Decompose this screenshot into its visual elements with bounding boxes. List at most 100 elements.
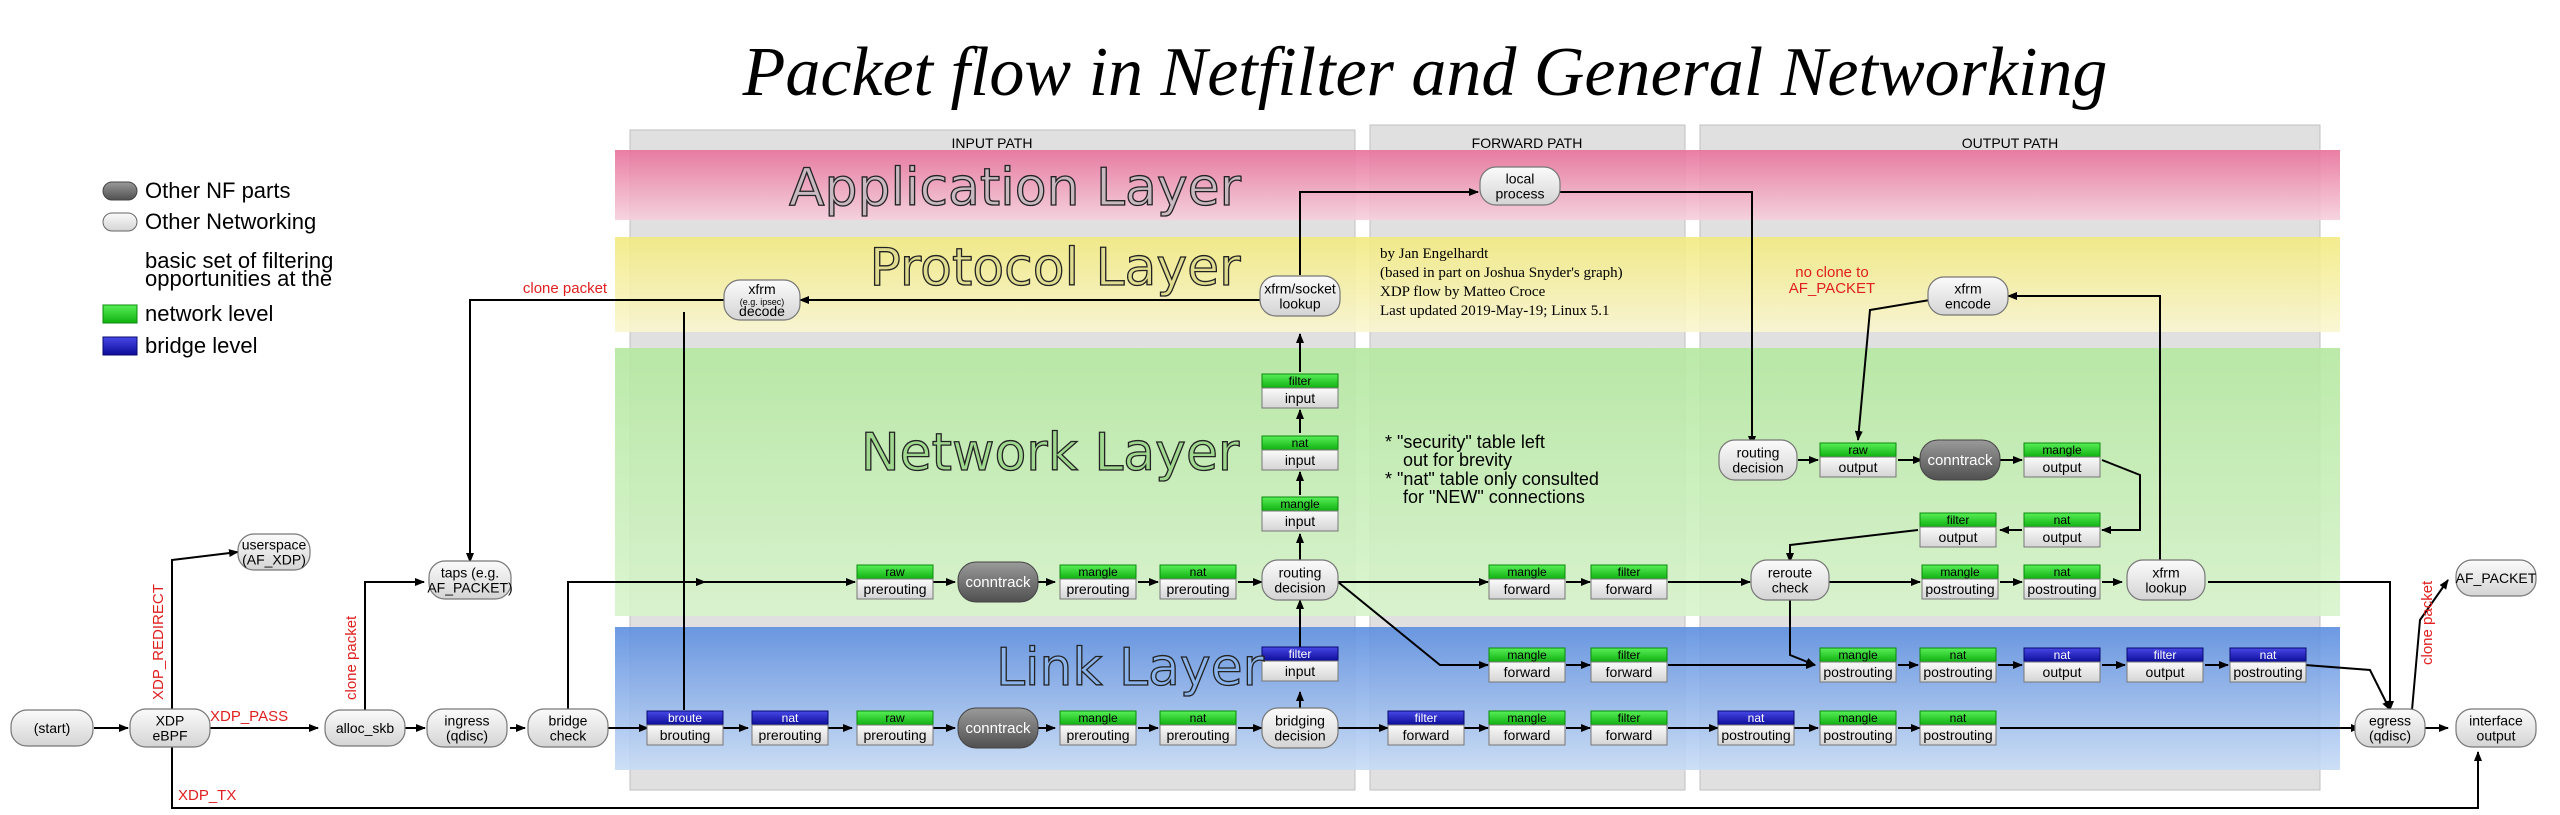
hook-br-filter-input-table-label: filter: [1289, 647, 1312, 661]
note-nat: * "nat" table only consulted: [1385, 469, 1599, 489]
hook-link2-mangle-postrouting-chain-label: postrouting: [1823, 727, 1892, 743]
hook-nat-postrouting-chain-label: postrouting: [2027, 581, 2096, 597]
hook-filter-input-table-label: filter: [1289, 374, 1312, 388]
edge-mangle-nat-out: [2101, 459, 2141, 534]
hook-link-raw-prerouting-table-label: raw: [885, 711, 905, 725]
hook-raw-prerouting-chain-label: prerouting: [863, 581, 926, 597]
hook-link-mangle-prerouting-table-label: mangle: [1078, 711, 1118, 725]
hook-br-nat-postrouting-table-label: nat: [2260, 648, 2277, 662]
application-layer-band: [615, 150, 2340, 220]
alloc-skb-node-box: [324, 709, 406, 747]
edge-decode-network: [683, 312, 706, 586]
hook-br-filter-input-chain-label: input: [1285, 663, 1315, 679]
edge-xfrmlookup-encode: [2007, 292, 2161, 562]
routing-decision-in-node-label: decision: [1274, 580, 1325, 596]
edge-xdp-redirect: [171, 549, 239, 710]
hook-br-nat-postrouting-chain: [2229, 661, 2307, 683]
hook-br-filter-output-chain: [2126, 661, 2204, 683]
hook-filter-forward-chain: [1590, 578, 1668, 600]
reroute-check-node-box: [1750, 559, 1830, 601]
hook-br-nat-output-chain: [2023, 661, 2101, 683]
legend-networking-swatch: [102, 212, 138, 232]
hook-link2-mangle-forward-chain-label: forward: [1504, 727, 1551, 743]
egress-node-label: egress: [2369, 713, 2411, 729]
interface-output-node-box: [2455, 708, 2537, 748]
edge-bridge-network: [567, 578, 706, 710]
hook-br-nat-prerouting-chain-label: prerouting: [758, 727, 821, 743]
legend-other-networking: Other Networking: [145, 209, 316, 234]
af-packet-out-node-label: AF_PACKET: [2456, 570, 2537, 586]
hook-link2-filter-forward-chain: [1590, 724, 1668, 746]
note-security-2: out for brevity: [1403, 450, 1512, 470]
userspace-node-box: [237, 533, 311, 571]
xfrm-decode-node-label: (e.g. ipsec): [740, 297, 785, 307]
hook-mangle-postrouting-chain-label: postrouting: [1925, 581, 1994, 597]
hook-raw-output-chain: [1819, 456, 1897, 478]
hook-br-nat-prerouting-table-label: nat: [782, 711, 799, 725]
local-process-node-box: [1479, 166, 1561, 206]
hook-broute-brouting-chain-label: brouting: [660, 727, 711, 743]
hook-nat-postrouting-table-label: nat: [2054, 565, 2071, 579]
hook-link-mangle-prerouting-chain-label: prerouting: [1066, 727, 1129, 743]
hook-raw-prerouting-table-label: raw: [885, 565, 905, 579]
clone-packet-right-label: clone packet: [2419, 580, 2436, 665]
reroute-check-node-label: reroute: [1768, 565, 1813, 581]
network-layer-title: Network Layer: [861, 423, 1240, 483]
hook-nat-prerouting-chain: [1159, 578, 1237, 600]
hook-mangle-input-chain: [1261, 510, 1339, 532]
hook-link-nat-prerouting-chain-label: prerouting: [1166, 727, 1229, 743]
hook-nat-output-chain: [2023, 526, 2101, 548]
legend-other-nf: Other NF parts: [145, 178, 290, 203]
edge-reroute-brpost: [1789, 600, 1816, 666]
edge-xdp-tx: [171, 745, 2482, 809]
edge-egress-afpacket: [2411, 579, 2449, 711]
clone-packet-mid-label: clone packet: [343, 615, 360, 700]
hook-filter-output-chain: [1919, 526, 1997, 548]
note-nat-2: for "NEW" connections: [1403, 487, 1585, 507]
credit-updated: Last updated 2019-May-19; Linux 5.1: [1380, 303, 1610, 319]
bridging-decision-node-box: [1261, 707, 1339, 749]
hook-link-mangle-forward-chain: [1488, 661, 1566, 683]
egress-node-label: (qdisc): [2369, 728, 2411, 744]
edge-decode-taps: [466, 299, 724, 563]
legend-nf-swatch: [102, 181, 138, 201]
hook-link-nat-postrouting-chain: [1919, 661, 1997, 683]
routing-decision-out-node-box: [1718, 439, 1798, 481]
hook-link2-filter-forward-table-label: filter: [1618, 711, 1641, 725]
interface-output-node-label: output: [2477, 728, 2516, 744]
page-title: Packet flow in Netfilter and General Net…: [742, 34, 2108, 111]
hook-link-nat-postrouting-table-label: nat: [1950, 648, 1967, 662]
hook-filter-input-chain: [1261, 387, 1339, 409]
hook-nat-postrouting-chain: [2023, 578, 2101, 600]
hook-link2-mangle-forward-table-label: mangle: [1507, 711, 1547, 725]
conntrack-bridge: [957, 707, 1039, 749]
hook-nat-input-table-label: nat: [1292, 436, 1309, 450]
alloc-skb-node-label: alloc_skb: [336, 720, 395, 736]
hook-link-nat-prerouting-table-label: nat: [1190, 711, 1207, 725]
bridge-check-node-label: check: [550, 728, 588, 744]
hook-broute-brouting-chain: [646, 724, 724, 746]
conntrack-prerouting: [957, 561, 1039, 603]
hook-link-filter-forward-chain: [1590, 661, 1668, 683]
hook-mangle-postrouting-table-label: mangle: [1940, 565, 1980, 579]
clone-packet-label: clone packet: [523, 280, 608, 297]
hook-nat-output-chain-label: output: [2043, 529, 2082, 545]
xfrm-decode-node-label: xfrm: [748, 281, 775, 297]
hook-mangle-prerouting-chain-label: prerouting: [1066, 581, 1129, 597]
edge-xfrmlookup-egress: [2208, 581, 2394, 711]
taps-node-label: AF_PACKET): [427, 580, 512, 596]
hook-mangle-prerouting-chain: [1059, 578, 1137, 600]
hook-br-nat-output-table-label: nat: [2054, 648, 2071, 662]
xfrm-encode-node-label: xfrm: [1954, 281, 1981, 297]
xfrm-socket-lookup-node-label: lookup: [1279, 296, 1320, 312]
af-packet-out-node-box: [2455, 559, 2537, 597]
hook-br-filter-output-chain-label: output: [2146, 664, 2185, 680]
hook-br-filter-forward-chain: [1387, 724, 1465, 746]
hook-link-filter-forward-table-label: filter: [1618, 648, 1641, 662]
bridging-decision-node-label: bridging: [1275, 713, 1325, 729]
interface-output-node-label: interface: [2469, 713, 2523, 729]
edge-clone-taps: [364, 578, 425, 710]
hook-br-nat-postrouting-2-chain-label: postrouting: [1721, 727, 1790, 743]
hook-br-filter-output-table-label: filter: [2154, 648, 2177, 662]
hook-mangle-output-table-label: mangle: [2042, 443, 2082, 457]
